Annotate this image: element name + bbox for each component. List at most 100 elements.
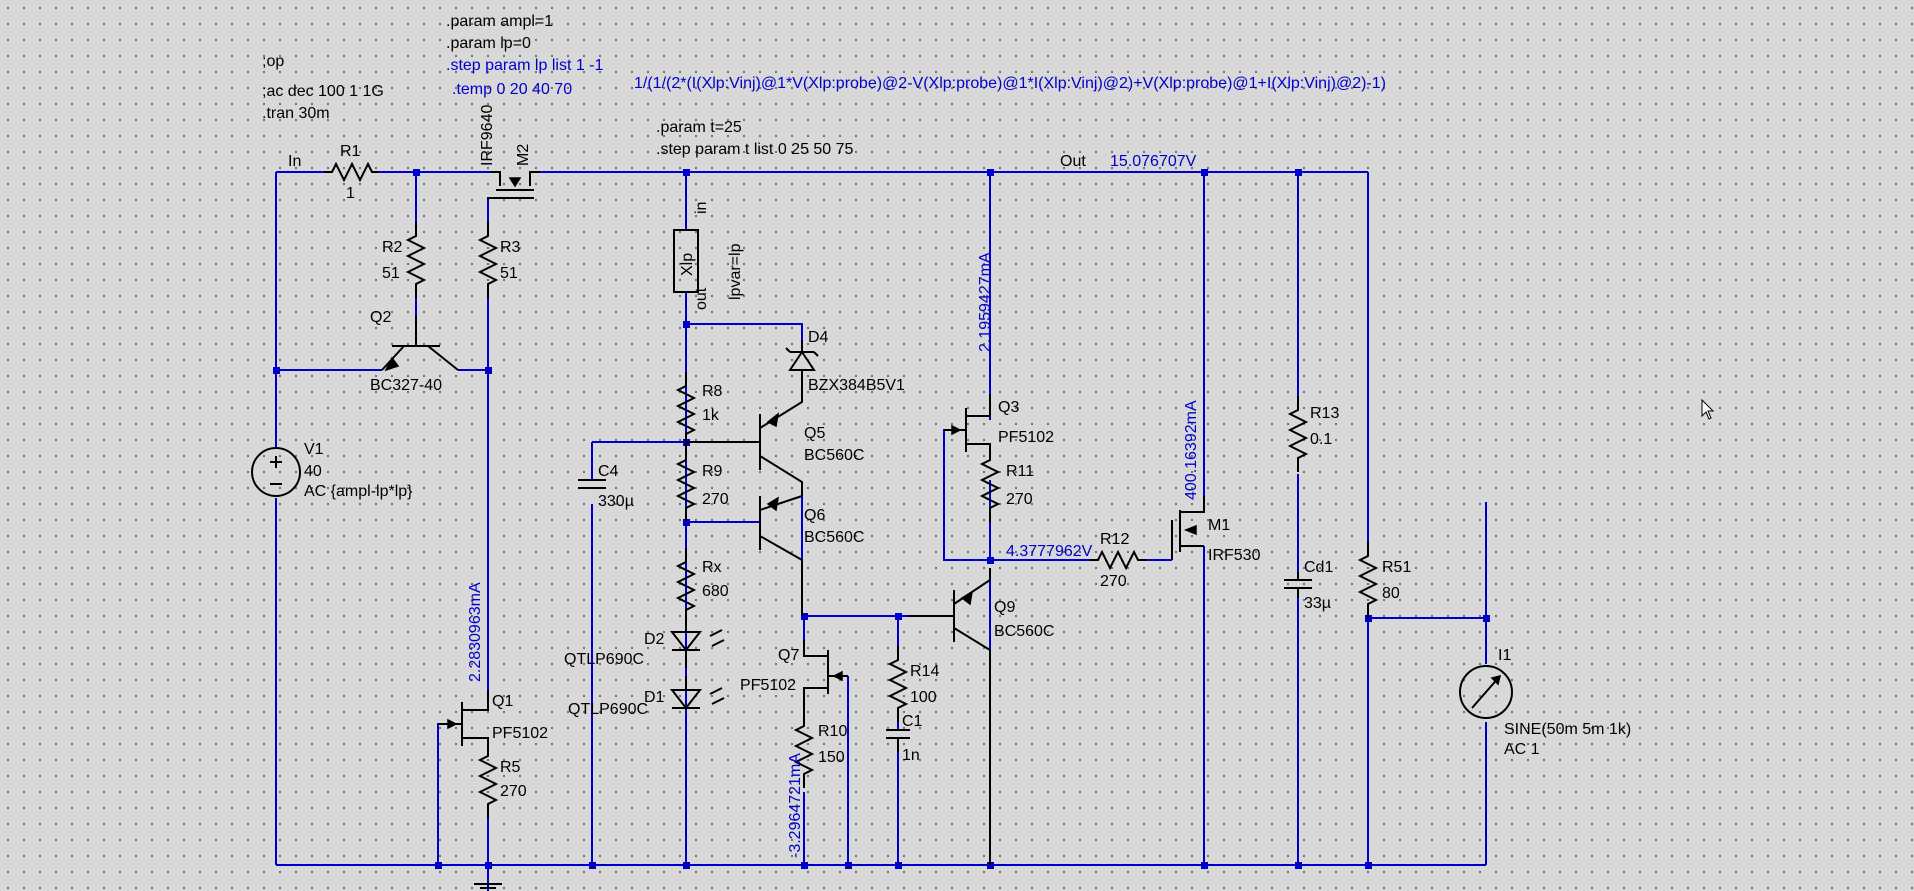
label-xlp-pin-out: out xyxy=(693,287,710,310)
net-label-in[interactable]: In xyxy=(288,153,301,170)
resistor-r51[interactable] xyxy=(1359,541,1377,619)
label-q2-value: BC327-40 xyxy=(370,377,442,394)
label-r14-value: 100 xyxy=(910,689,937,706)
label-r10-value: 150 xyxy=(818,749,845,766)
label-q7-value: PF5102 xyxy=(740,677,796,694)
capacitor-c4[interactable] xyxy=(578,479,606,489)
label-q9-value: BC560C xyxy=(994,623,1054,640)
measurement-gate-voltage: 4.3777962V xyxy=(1006,543,1093,560)
label-d1-value: QTLP690C xyxy=(568,701,648,718)
ground-icon xyxy=(474,883,502,889)
transistor-q2[interactable] xyxy=(381,316,459,372)
capacitor-cd1[interactable] xyxy=(1284,572,1312,598)
label-r3-value: 51 xyxy=(500,265,518,282)
mosfet-m2[interactable] xyxy=(487,171,540,200)
label-cd1-name: Cd1 xyxy=(1304,559,1333,576)
label-q2-name: Q2 xyxy=(370,309,391,326)
jfet-q1[interactable] xyxy=(438,690,489,746)
label-c4-name: C4 xyxy=(598,463,619,480)
current-source-i1[interactable] xyxy=(1459,665,1513,719)
label-cd1-value: 33µ xyxy=(1304,595,1331,612)
label-r13-name: R13 xyxy=(1310,405,1339,422)
mosfet-m1[interactable] xyxy=(1171,496,1205,560)
label-m1-value: IRF530 xyxy=(1208,547,1261,564)
resistor-r12[interactable] xyxy=(1090,549,1146,571)
resistor-r2[interactable] xyxy=(407,221,425,299)
subcircuit-xlp[interactable]: Xlp xyxy=(673,229,699,293)
transistor-q6[interactable] xyxy=(759,495,803,616)
label-q9-name: Q9 xyxy=(994,599,1015,616)
label-m2-name: M2 xyxy=(515,144,532,166)
voltage-source-v1[interactable] xyxy=(251,447,301,497)
resistor-rx[interactable] xyxy=(677,547,695,625)
jfet-q3[interactable] xyxy=(944,394,991,452)
resistor-r9[interactable] xyxy=(677,445,695,523)
capacitor-c1[interactable] xyxy=(886,729,910,752)
directive-ac[interactable]: ;ac dec 100 1 1G xyxy=(262,83,384,100)
label-v1-ac: AC {ampl-lp*lp} xyxy=(304,483,413,500)
directive-step-lp[interactable]: .step param lp list 1 -1 xyxy=(446,57,604,74)
label-d1-name: D1 xyxy=(644,689,665,706)
measurement-out-voltage: 15.076707V xyxy=(1110,153,1197,170)
directive-op[interactable]: ;op xyxy=(262,53,284,70)
directive-temp[interactable]: .temp 0 20 40 70 xyxy=(452,81,572,98)
label-r2-name: R2 xyxy=(382,239,403,256)
label-xlp-param: lpvar=lp xyxy=(727,243,744,300)
label-r13-value: 0.1 xyxy=(1310,431,1332,448)
net-label-out[interactable]: Out xyxy=(1060,153,1086,170)
transistor-q9[interactable] xyxy=(908,568,991,865)
resistor-r5[interactable] xyxy=(479,741,497,819)
label-c4-value: 330µ xyxy=(598,493,634,510)
resistor-r13[interactable] xyxy=(1289,395,1307,473)
zener-d4[interactable] xyxy=(785,340,819,386)
led-d2[interactable] xyxy=(669,624,725,668)
label-q1-name: Q1 xyxy=(492,693,513,710)
mouse-cursor-icon xyxy=(1701,398,1715,420)
measurement-q3-current: 2.1959427mA xyxy=(977,252,994,352)
label-rx-name: Rx xyxy=(702,559,722,576)
label-r11-name: R11 xyxy=(1006,463,1034,480)
label-i1-name: I1 xyxy=(1498,647,1511,664)
label-r51-name: R51 xyxy=(1382,559,1411,576)
label-q6-name: Q6 xyxy=(804,507,825,524)
label-r9-value: 270 xyxy=(702,491,729,508)
label-v1-value: 40 xyxy=(304,463,322,480)
label-q1-value: PF5102 xyxy=(492,725,548,742)
resistor-r8[interactable] xyxy=(677,371,695,449)
measurement-m1-current: 400.16392mA xyxy=(1183,400,1200,500)
resistor-r11[interactable] xyxy=(981,445,999,523)
label-q3-name: Q3 xyxy=(998,399,1019,416)
resistor-r1[interactable] xyxy=(324,161,378,183)
label-rx-value: 680 xyxy=(702,583,729,600)
directive-param-lp[interactable]: .param lp=0 xyxy=(446,35,531,52)
label-q5-name: Q5 xyxy=(804,425,825,442)
directive-param-ampl[interactable]: .param ampl=1 xyxy=(446,13,553,30)
label-r12-value: 270 xyxy=(1100,573,1127,590)
label-m1-name: M1 xyxy=(1208,517,1230,534)
resistor-r3[interactable] xyxy=(479,221,497,299)
label-r3-name: R3 xyxy=(500,239,521,256)
label-r8-name: R8 xyxy=(702,383,723,400)
label-r51-value: 80 xyxy=(1382,585,1400,602)
resistor-r14[interactable] xyxy=(889,645,907,723)
label-r2-value: 51 xyxy=(382,265,400,282)
label-q5-value: BC560C xyxy=(804,447,864,464)
label-r1-name: R1 xyxy=(340,143,361,160)
jfet-q7[interactable] xyxy=(803,640,848,712)
led-d1[interactable] xyxy=(669,676,725,710)
directive-param-t[interactable]: .param t=25 xyxy=(656,119,742,136)
junctions xyxy=(273,169,1490,869)
label-i1-ac: AC 1 xyxy=(1504,741,1540,758)
measurement-r10-current: -3.2964721mA xyxy=(787,753,804,858)
label-xlp-pin-in: in xyxy=(693,202,710,214)
label-r10-name: R10 xyxy=(818,723,847,740)
directive-formula[interactable]: 1/(1/(2*(I(Xlp:Vinj)@1*V(Xlp:probe)@2-V(… xyxy=(634,75,1386,92)
directive-tran[interactable]: .tran 30m xyxy=(262,105,330,122)
label-d4-value: BZX384B5V1 xyxy=(808,377,905,394)
measurement-q1-current: 2.2830963mA xyxy=(467,582,484,682)
label-d2-name: D2 xyxy=(644,631,665,648)
transistor-q5[interactable] xyxy=(686,386,803,496)
directive-step-t[interactable]: .step param t list 0 25 50 75 xyxy=(656,141,854,158)
